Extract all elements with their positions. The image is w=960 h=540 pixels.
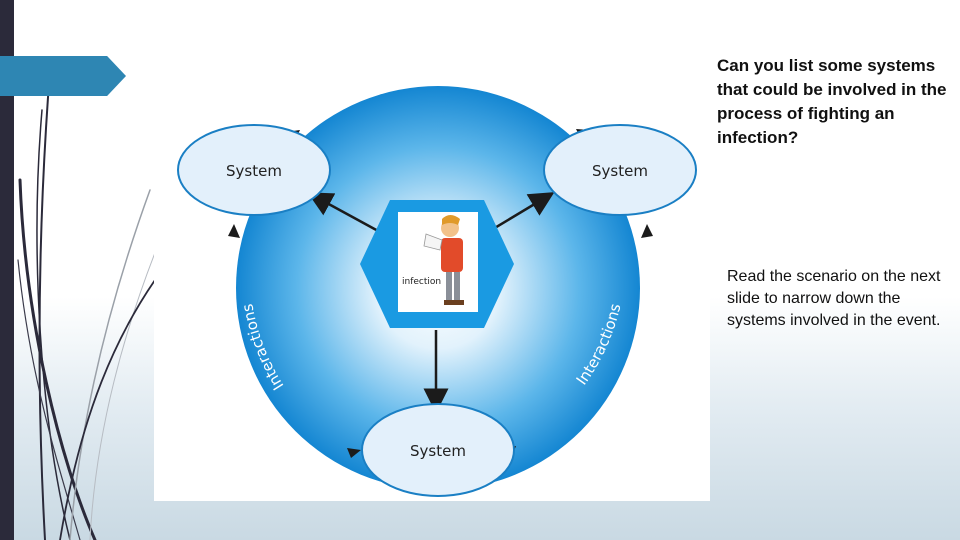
person-sneezing-icon (423, 215, 464, 305)
system-node-label: System (226, 162, 282, 180)
systems-diagram: Interactions Interactions Interactions (154, 36, 710, 501)
decorative-streaks (17, 69, 161, 540)
infection-illustration (398, 212, 478, 312)
system-node-bottom: System (361, 403, 515, 497)
system-node-label: System (592, 162, 648, 180)
title-pointer-arrow (0, 56, 126, 96)
spokes (307, 192, 555, 414)
discussion-question: Can you list some systems that could be … (717, 56, 947, 147)
scenario-instruction: Read the scenario on the next slide to n… (727, 268, 941, 329)
infection-label: infection (402, 277, 441, 287)
system-node-right: System (543, 124, 697, 216)
system-node-left: System (177, 124, 331, 216)
system-node-label: System (410, 442, 466, 460)
left-accent-bar (0, 0, 14, 540)
